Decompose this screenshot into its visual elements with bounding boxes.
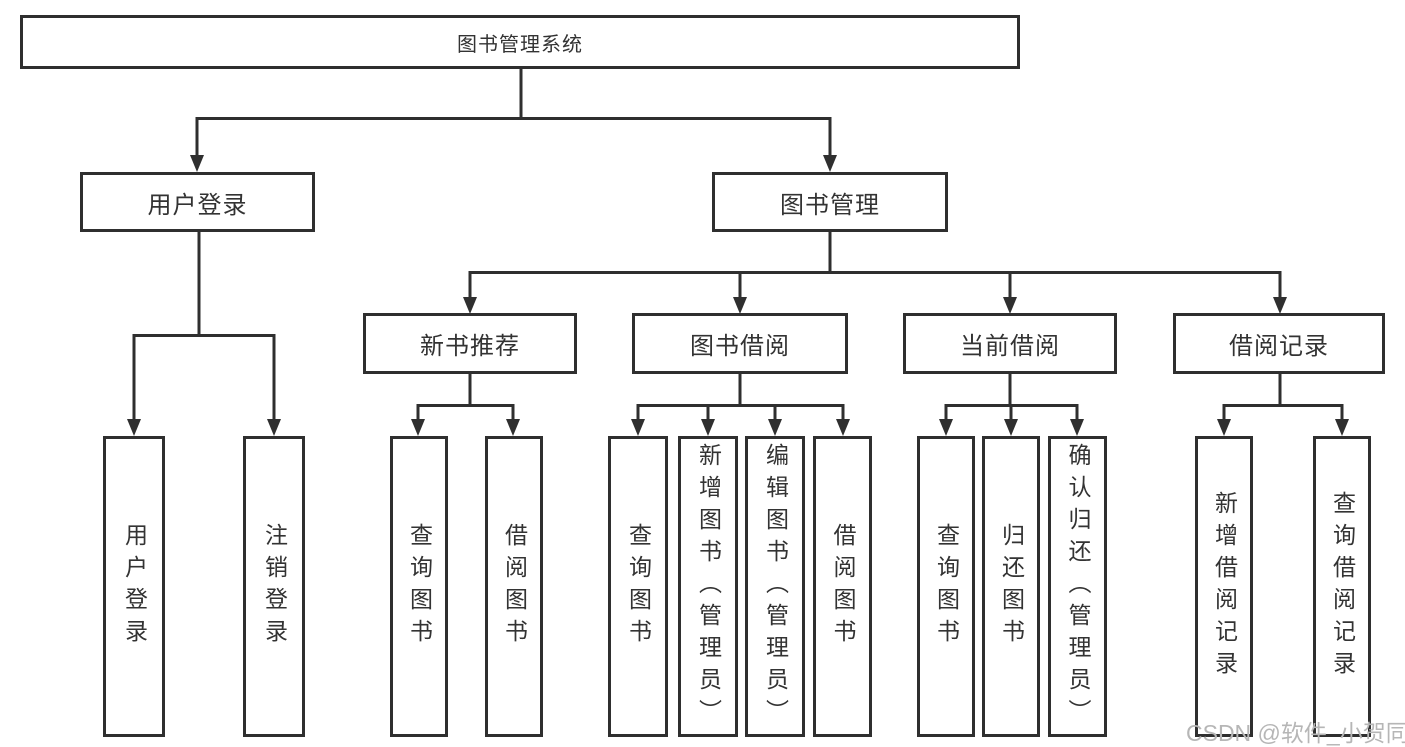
leaf-label: 归还图书 (998, 522, 1025, 651)
leaf-label: 确认归还（管理员） (1065, 442, 1091, 731)
leaf-borrow-books-recommend: 借阅图书 (485, 436, 543, 737)
arrowhead-icon (1003, 297, 1017, 314)
arrowhead-icon (463, 297, 477, 314)
node-current-borrowing: 当前借阅 (903, 313, 1117, 374)
node-book-management: 图书管理 (712, 172, 948, 232)
arrowhead-icon (1335, 419, 1349, 436)
leaf-logout: 注销登录 (243, 436, 305, 737)
node-label: 借阅记录 (1229, 333, 1329, 360)
node-label: 图书管理系统 (457, 33, 583, 56)
leaf-edit-books-admin: 编辑图书（管理员） (745, 436, 805, 737)
leaf-label: 注销登录 (261, 522, 288, 651)
leaf-add-borrow-record: 新增借阅记录 (1195, 436, 1253, 737)
arrowhead-icon (1070, 419, 1084, 436)
leaf-label: 用户登录 (121, 522, 148, 651)
leaf-return-books: 归还图书 (982, 436, 1040, 737)
leaf-label: 借阅图书 (830, 522, 856, 651)
arrowhead-icon (506, 419, 520, 436)
leaf-query-books-current: 查询图书 (917, 436, 975, 737)
arrowhead-icon (1004, 419, 1018, 436)
leaf-label: 查询图书 (406, 522, 433, 651)
arrowhead-icon (411, 419, 425, 436)
arrowhead-icon (190, 155, 204, 172)
node-label: 当前借阅 (960, 333, 1060, 360)
arrowhead-icon (1217, 419, 1231, 436)
leaf-label: 新增借阅记录 (1211, 490, 1238, 683)
node-label: 新书推荐 (420, 333, 520, 360)
arrowhead-icon (631, 419, 645, 436)
node-label: 用户登录 (147, 191, 248, 219)
leaf-add-books-admin: 新增图书（管理员） (678, 436, 738, 737)
node-label: 图书借阅 (690, 333, 790, 360)
leaf-query-books-borrow: 查询图书 (608, 436, 668, 737)
arrowhead-icon (733, 297, 747, 314)
node-new-book-recommendation: 新书推荐 (363, 313, 577, 374)
csdn-watermark: CSDN @软件_小贺同学 (1186, 720, 1405, 746)
connector-records-to-leaves (1222, 372, 1344, 423)
node-label: 图书管理 (780, 191, 880, 219)
connector-root-to-level2 (195, 67, 832, 158)
connector-bookmgmt-to-level3 (468, 230, 1282, 300)
arrowhead-icon (768, 419, 782, 436)
leaf-label: 查询图书 (933, 522, 960, 651)
leaf-query-books-recommend: 查询图书 (390, 436, 448, 737)
leaf-label: 借阅图书 (501, 522, 528, 651)
leaf-label: 新增图书（管理员） (695, 442, 722, 731)
arrowhead-icon (939, 419, 953, 436)
connector-borrow-to-leaves (636, 372, 845, 423)
leaf-label: 查询借阅记录 (1329, 490, 1356, 683)
arrowhead-icon (823, 155, 837, 172)
leaf-confirm-return-admin: 确认归还（管理员） (1048, 436, 1107, 737)
connector-newbook-to-leaves (416, 372, 515, 423)
leaf-label: 编辑图书（管理员） (762, 442, 789, 731)
leaf-user-login: 用户登录 (103, 436, 165, 737)
arrowheads (127, 155, 1349, 436)
node-book-management-system: 图书管理系统 (20, 15, 1020, 69)
leaf-borrow-books: 借阅图书 (813, 436, 872, 737)
connector-current-to-leaves (944, 372, 1079, 423)
arrowhead-icon (701, 419, 715, 436)
arrowhead-icon (267, 419, 281, 436)
node-user-login: 用户登录 (80, 172, 315, 232)
node-borrowing-records: 借阅记录 (1173, 313, 1385, 374)
leaf-query-borrow-record: 查询借阅记录 (1313, 436, 1371, 737)
leaf-label: 查询图书 (625, 522, 652, 651)
arrowhead-icon (127, 419, 141, 436)
node-book-borrowing: 图书借阅 (632, 313, 848, 374)
arrowhead-icon (836, 419, 850, 436)
connector-userlogin-to-leaves (132, 230, 276, 422)
arrowhead-icon (1273, 297, 1287, 314)
